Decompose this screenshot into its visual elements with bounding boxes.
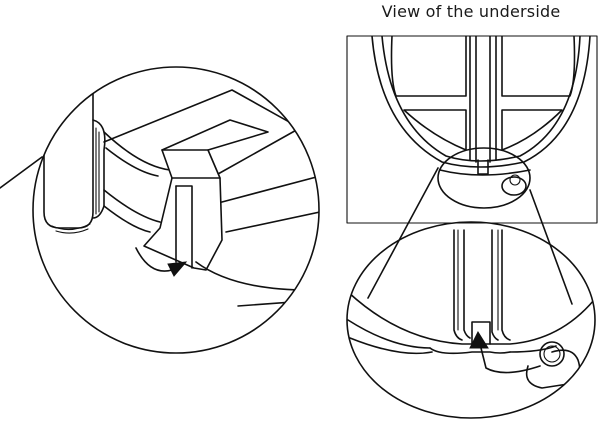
zoom-ribs xyxy=(453,229,511,341)
curved-rim xyxy=(103,131,171,233)
bottom-ellipse-outline xyxy=(346,221,596,419)
left-arrow xyxy=(135,247,188,277)
left-circle-outline xyxy=(32,66,320,354)
base-outer-rim xyxy=(371,36,591,168)
base-knob xyxy=(501,176,527,196)
support-rail xyxy=(103,89,319,307)
underside-view xyxy=(346,35,598,305)
left-leader-line xyxy=(0,156,43,189)
base-window-top-left xyxy=(390,36,467,97)
connector-line-left xyxy=(367,167,439,299)
zoom-knob xyxy=(525,341,581,389)
underside-caption: View of the underside xyxy=(381,2,561,21)
underside-frame xyxy=(346,35,598,224)
base-tab-notch xyxy=(477,159,489,175)
zoom-tab-notch xyxy=(429,321,511,355)
base-window-bottom-left xyxy=(403,109,467,151)
vertical-post xyxy=(43,67,106,234)
bottom-zoom-ellipse xyxy=(346,221,596,419)
base-window-top-right xyxy=(501,36,576,97)
connector-line-right xyxy=(529,189,573,305)
zoom-rim xyxy=(347,291,595,355)
bottom-arrow xyxy=(469,330,541,374)
left-zoom-circle xyxy=(0,66,320,354)
arrow-up-icon xyxy=(469,330,489,349)
underside-highlight-ellipse xyxy=(437,147,531,209)
base-window-bottom-right xyxy=(501,109,563,151)
arrow-head-icon xyxy=(167,261,188,277)
locking-tab xyxy=(143,119,269,271)
